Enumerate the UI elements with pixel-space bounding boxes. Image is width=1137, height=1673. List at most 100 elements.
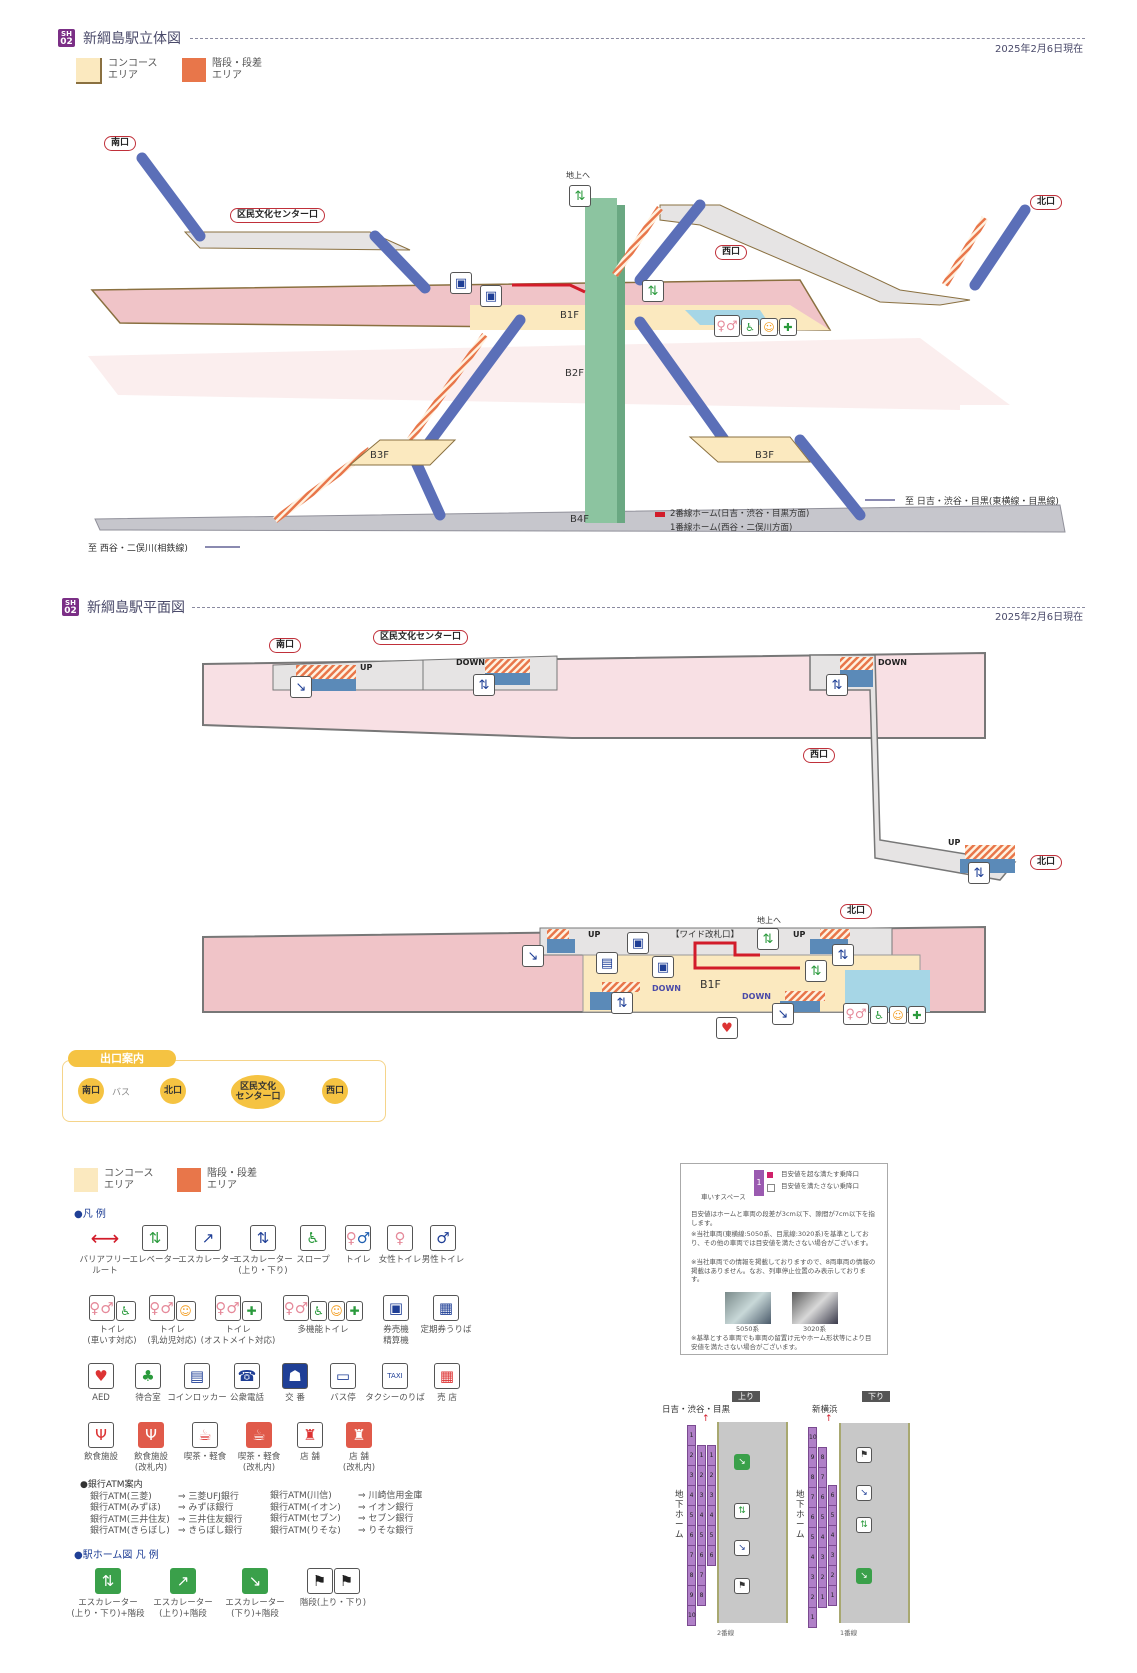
elevator-icon[interactable]: ⇅ — [569, 185, 591, 207]
legend-concourse: コンコース エリア — [76, 58, 158, 84]
escalator-icon[interactable]: ↘ — [734, 1540, 750, 1556]
stairs-swatch — [182, 58, 206, 82]
ticket-machine-icon[interactable]: ▣ — [480, 285, 502, 307]
aed-icon[interactable]: ♥ — [716, 1017, 738, 1039]
legend-label: エレベーター — [129, 1255, 181, 1265]
toilet-icon: ♀♂ — [148, 1295, 175, 1321]
stairs-label: 階段・段差 エリア — [212, 58, 262, 81]
womens-toilet-icon: ♀ — [387, 1225, 413, 1251]
wheelchair-icon: ♿ — [115, 1301, 136, 1321]
ostomate-icon[interactable]: ✚ — [908, 1006, 926, 1024]
escalator-icon[interactable]: ↘ — [856, 1485, 872, 1501]
wheelchair-icon[interactable]: ♿ — [741, 318, 759, 336]
train-car: 7 — [687, 1545, 696, 1566]
ticket-machine-icon[interactable]: ▣ — [627, 932, 649, 954]
atm-bank: ⇒ 川崎信用金庫 — [358, 1491, 423, 1501]
train-car: 8 — [697, 1585, 706, 1606]
section-plan-date: 2025年2月6日現在 — [995, 612, 1084, 623]
ticket-machine-icon[interactable]: ▣ — [652, 956, 674, 978]
toilet-icon[interactable]: ♀♂ — [714, 315, 740, 337]
concourse-label: コンコース エリア — [108, 58, 158, 81]
escalator-area — [485, 673, 530, 685]
coin-locker-icon[interactable]: ▤ — [596, 952, 618, 974]
exit-tag-culture-center[interactable]: 区民文化センター口 — [230, 208, 326, 223]
atm-row: 銀行ATM(りそな)⇒ りそな銀行 — [270, 1526, 422, 1538]
train-5050-label: 5050系 — [736, 1325, 760, 1333]
atm-name: 銀行ATM(セブン) — [270, 1514, 341, 1524]
coin-locker-icon: ▤ — [184, 1363, 210, 1389]
wheelchair-icon[interactable]: ♿ — [870, 1006, 888, 1024]
atm-bank: ⇒ りそな銀行 — [358, 1525, 414, 1536]
escalator-icon[interactable]: ↘ — [522, 945, 544, 967]
baby-icon[interactable]: ☺ — [760, 318, 778, 336]
wheelchair-icon: ♿ — [310, 1301, 327, 1321]
ostomate-icon: ✚ — [346, 1301, 363, 1321]
atm-bank: ⇒ イオン銀行 — [358, 1502, 414, 1513]
stairs-area — [820, 929, 850, 939]
floor-b2f: B2F — [565, 368, 584, 379]
elevator-icon[interactable]: ⇅ — [642, 280, 664, 302]
exit-guide-south-note: バス — [112, 1088, 131, 1098]
arrow-down-label: DOWN — [878, 658, 907, 667]
exit-guide-west[interactable]: 西口 — [322, 1078, 348, 1104]
train-car: 6 — [707, 1545, 716, 1566]
escalator-down-stairs-icon[interactable]: ↘ — [734, 1454, 750, 1470]
legend-police-box: ☗交 番 — [255, 1363, 335, 1404]
ostomate-icon[interactable]: ✚ — [779, 318, 797, 336]
platform-legend-heading: ●駅ホーム図 凡 例 — [74, 1550, 159, 1561]
escalator-updown-icon[interactable]: ⇅ — [473, 674, 495, 696]
stairs-area — [296, 665, 356, 679]
public-phone-icon: ☎ — [234, 1363, 260, 1389]
exit-tag-south[interactable]: 南口 — [104, 136, 137, 151]
train-car: 3 — [687, 1465, 696, 1486]
train-car: 3 — [707, 1485, 716, 1506]
ticket-machine-icon[interactable]: ▣ — [450, 272, 472, 294]
exit-tag-west[interactable]: 西口 — [715, 245, 748, 260]
elevator-icon[interactable]: ⇅ — [856, 1517, 872, 1533]
plan-exit-north-upper[interactable]: 北口 — [1030, 855, 1063, 870]
plan-exit-culture-center[interactable]: 区民文化センター口 — [373, 630, 469, 645]
floor-b4f: B4F — [570, 514, 589, 525]
baby-icon[interactable]: ☺ — [889, 1006, 907, 1024]
exit-tag-north[interactable]: 北口 — [1030, 195, 1063, 210]
legend-label: AED — [92, 1393, 110, 1403]
train-car: 6 — [828, 1485, 837, 1506]
legend-label: 女性トイレ — [378, 1255, 422, 1265]
platform-1 — [839, 1423, 910, 1623]
note-text-1: 目安値はホームと車両の段差が3cm以下、隙間が7cm以下を指します。 — [691, 1210, 875, 1227]
note-text-2: ※当社車両(東横線:5050系、目黒線:3020系)を基準としており、その他の車… — [691, 1230, 873, 1247]
escalator-down-stairs-icon[interactable]: ↘ — [856, 1568, 872, 1584]
train-car: 8 — [687, 1565, 696, 1586]
escalator-updown-icon[interactable]: ⇅ — [826, 674, 848, 696]
plan-exit-north-lower[interactable]: 北口 — [840, 904, 873, 919]
elevator-icon[interactable]: ⇅ — [734, 1503, 750, 1519]
header-divider — [190, 38, 1085, 39]
exit-guide-north[interactable]: 北口 — [160, 1078, 186, 1104]
section-3d-date: 2025年2月6日現在 — [995, 44, 1084, 55]
lower-floor-label: B1F — [700, 978, 721, 991]
escalator-icon[interactable]: ↘ — [772, 1003, 794, 1025]
barrier-free-route — [693, 965, 800, 970]
escalator-icon[interactable]: ↘ — [290, 676, 312, 698]
line-code: SH — [61, 29, 72, 38]
escalator-updown-icon[interactable]: ⇅ — [832, 944, 854, 966]
escalator-area — [547, 939, 575, 953]
stairs-icon[interactable]: ⚑ — [856, 1447, 872, 1463]
plan-exit-west[interactable]: 西口 — [803, 748, 836, 763]
train-car: 3 — [828, 1545, 837, 1566]
toilet-icon[interactable]: ♀♂ — [843, 1003, 869, 1025]
elevator-icon[interactable]: ⇅ — [757, 928, 779, 950]
train-3020-label: 3020系 — [803, 1325, 827, 1333]
plan-exit-south[interactable]: 南口 — [269, 638, 302, 653]
exit-guide-south[interactable]: 南口 — [78, 1078, 104, 1104]
elevator-icon[interactable]: ⇅ — [805, 960, 827, 982]
escalator-updown-icon[interactable]: ⇅ — [611, 992, 633, 1014]
barrier-free-route — [693, 941, 760, 965]
legend-label: 喫茶・軽食 (改札内) — [237, 1452, 281, 1473]
stairs-area — [785, 991, 825, 1001]
escalator-updown-icon[interactable]: ⇅ — [968, 862, 990, 884]
lower-toilet-area — [845, 970, 930, 1012]
exit-guide-culture-center[interactable]: 区民文化 センター口 — [231, 1075, 285, 1109]
stairs-icon[interactable]: ⚑ — [734, 1578, 750, 1594]
